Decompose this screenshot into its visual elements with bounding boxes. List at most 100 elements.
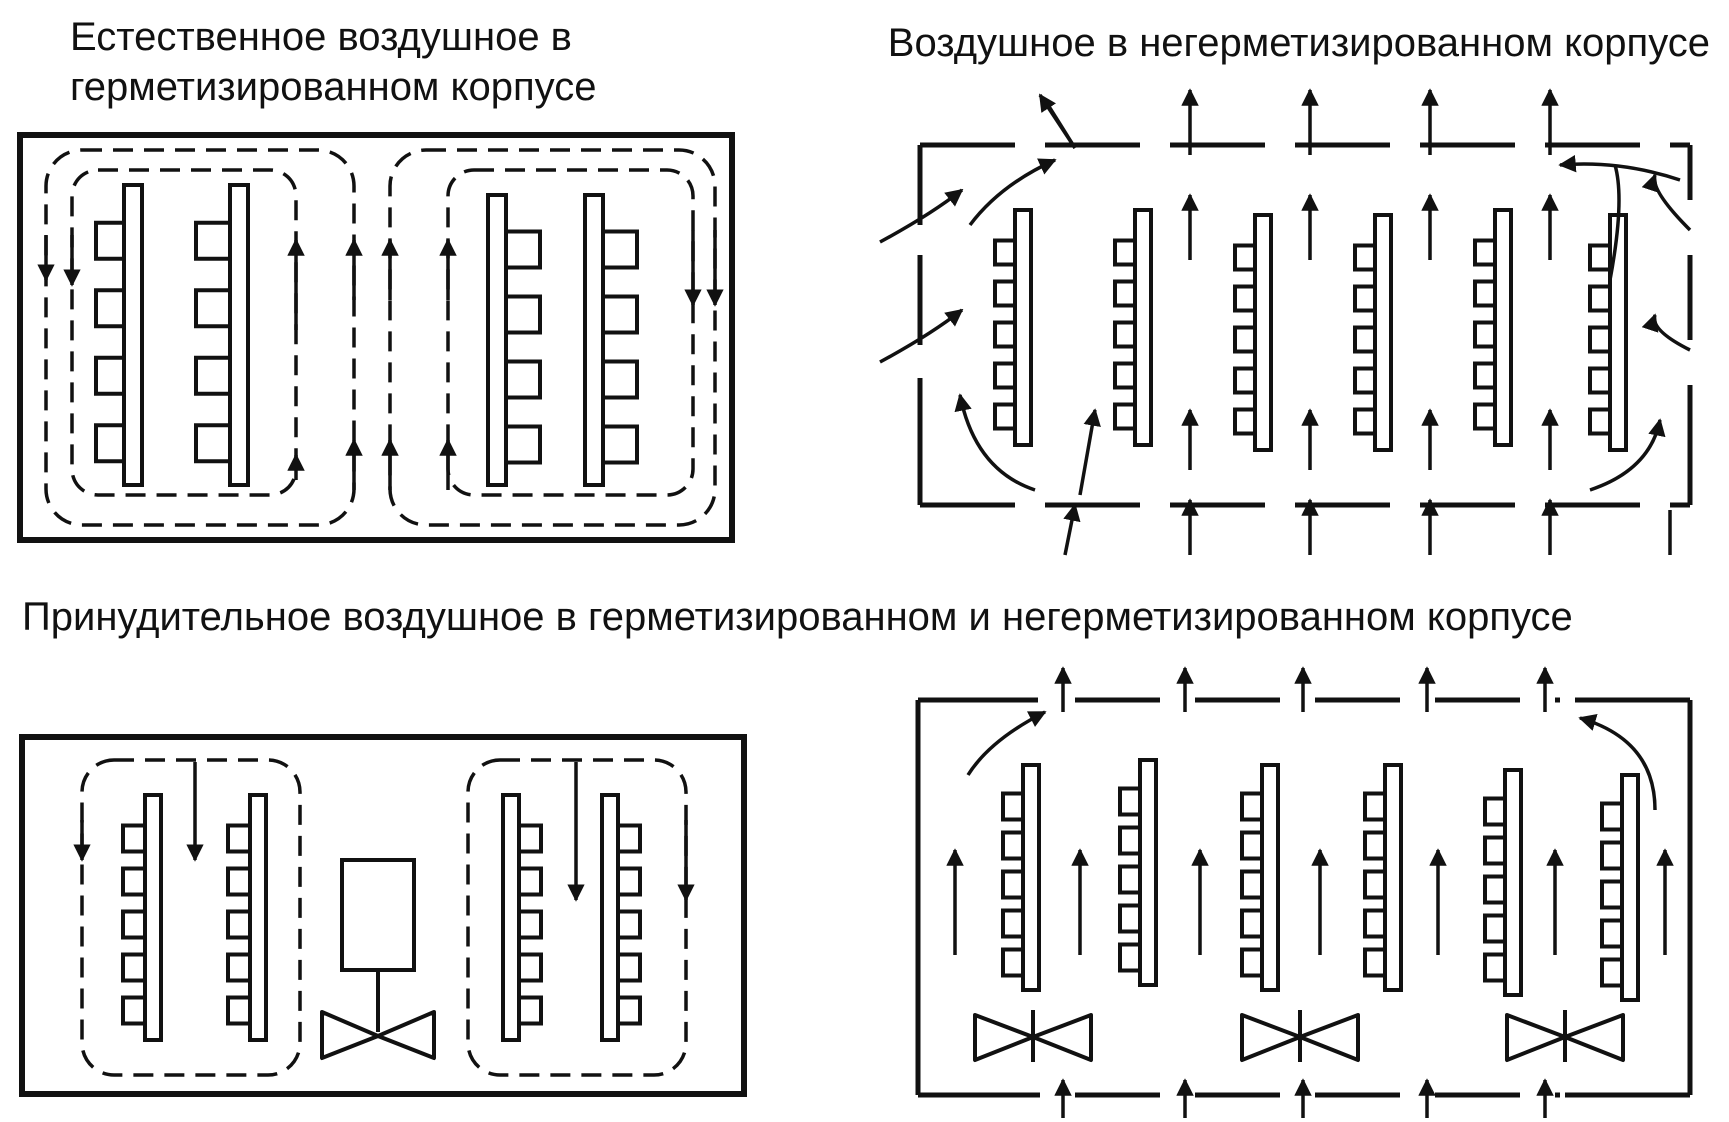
circuit-board <box>1240 763 1280 992</box>
component <box>504 424 542 465</box>
component <box>1353 407 1377 436</box>
component <box>1483 913 1507 944</box>
component <box>1363 830 1387 861</box>
component <box>1600 801 1624 832</box>
component <box>1001 947 1025 978</box>
unsealed-enclosure <box>917 142 1693 508</box>
sealed-enclosure <box>19 734 747 1097</box>
component <box>1233 407 1257 436</box>
component <box>1113 238 1137 267</box>
flow-arrows <box>37 230 724 490</box>
component <box>504 294 542 335</box>
component <box>1363 947 1387 978</box>
circuit-board <box>1113 208 1153 447</box>
component <box>1118 903 1142 934</box>
component <box>1001 908 1025 939</box>
component <box>1600 840 1624 871</box>
component <box>1473 238 1497 267</box>
component <box>616 866 642 897</box>
component <box>1363 791 1387 822</box>
flow-loop-left <box>80 758 302 1077</box>
component <box>94 423 126 464</box>
component <box>1233 366 1257 395</box>
flow-arrows <box>879 88 1692 556</box>
component <box>1001 869 1025 900</box>
component <box>1240 947 1264 978</box>
component <box>616 823 642 854</box>
caption-unsealed: Воздушное в негерметизированном корпусе <box>887 21 1710 65</box>
component <box>1001 791 1025 822</box>
component <box>194 355 232 396</box>
component <box>517 909 543 940</box>
component <box>1483 796 1507 827</box>
component <box>1483 835 1507 866</box>
panel-forced-sealed <box>19 734 747 1097</box>
circuit-board <box>1233 213 1273 452</box>
fan-icon <box>1505 1010 1625 1062</box>
component <box>1483 874 1507 905</box>
component <box>1240 830 1264 861</box>
component <box>226 952 252 983</box>
component <box>94 355 126 396</box>
component <box>121 866 147 897</box>
component <box>1353 284 1377 313</box>
circuit-boards <box>94 183 639 487</box>
component <box>517 823 543 854</box>
component <box>1600 957 1624 988</box>
circuit-board <box>1118 758 1158 987</box>
component <box>94 288 126 329</box>
component <box>1233 284 1257 313</box>
component <box>1113 361 1137 390</box>
component <box>517 866 543 897</box>
component <box>121 909 147 940</box>
component <box>226 909 252 940</box>
circuit-board <box>1001 763 1041 992</box>
component <box>194 220 232 261</box>
component <box>1118 942 1142 973</box>
component <box>1483 952 1507 983</box>
component <box>1113 402 1137 431</box>
circuit-board <box>583 193 639 487</box>
component <box>226 823 252 854</box>
component <box>121 995 147 1026</box>
component <box>601 424 639 465</box>
component <box>1353 325 1377 354</box>
fan-icon <box>1240 1010 1360 1062</box>
component <box>1233 325 1257 354</box>
component <box>1240 791 1264 822</box>
circuit-boards <box>1001 758 1640 1002</box>
component <box>993 238 1017 267</box>
caption-forced: Принудительное воздушное в герметизирова… <box>22 595 1573 639</box>
circuit-board <box>94 183 144 487</box>
component <box>993 320 1017 349</box>
panel-unsealed <box>879 88 1693 556</box>
component <box>1233 243 1257 272</box>
component <box>226 995 252 1026</box>
component <box>504 359 542 400</box>
component <box>1113 320 1137 349</box>
unsealed-enclosure <box>915 697 1693 1098</box>
fan-icon <box>973 1010 1093 1062</box>
component <box>1473 361 1497 390</box>
component <box>1600 879 1624 910</box>
component <box>1240 908 1264 939</box>
component <box>616 909 642 940</box>
circuit-board <box>1353 213 1393 452</box>
component <box>226 866 252 897</box>
circuit-board <box>1600 773 1640 1002</box>
component <box>601 229 639 270</box>
component <box>517 995 543 1026</box>
fan-icon <box>320 1010 436 1060</box>
flow-loop-right <box>388 148 717 527</box>
component <box>1588 243 1612 272</box>
component <box>1118 825 1142 856</box>
component <box>1473 402 1497 431</box>
component <box>121 952 147 983</box>
component <box>601 294 639 335</box>
component <box>1473 279 1497 308</box>
flow-arrows <box>946 666 1674 1118</box>
component <box>993 279 1017 308</box>
component <box>601 359 639 400</box>
component <box>194 423 232 464</box>
circuit-board <box>501 793 543 1042</box>
